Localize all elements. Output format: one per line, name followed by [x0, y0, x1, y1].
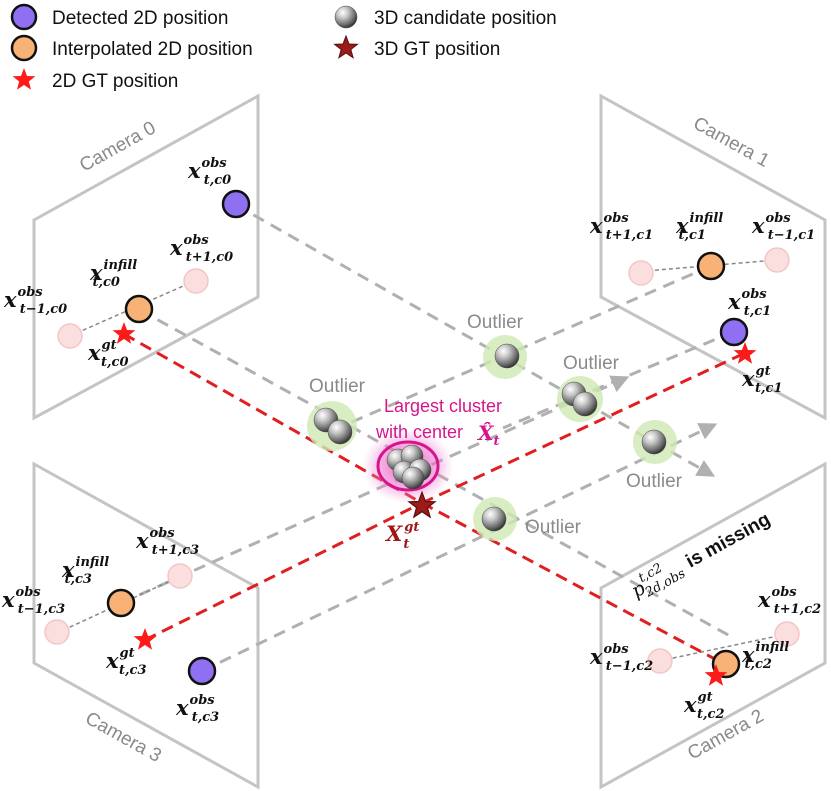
detected-points	[187, 189, 749, 686]
gt-ray-c1	[421, 351, 746, 505]
legend-gt2d-icon	[12, 68, 36, 90]
cluster-center-symbol: X̂t	[476, 421, 500, 449]
c1-next-obs-marker	[628, 260, 654, 286]
legend: Detected 2D position Interpolated 2D pos…	[10, 3, 557, 92]
missing-annotation: pt,c22d,obs is missing	[625, 509, 774, 606]
outlier-label: Outlier	[309, 376, 366, 397]
ray-c1-infill	[344, 264, 712, 427]
legend-detected-label: Detected 2D position	[52, 8, 228, 29]
gt3d-star	[407, 490, 437, 519]
camera-0-label: Camera 0	[76, 118, 159, 177]
gt-ray-c2	[421, 501, 729, 668]
outlier-sphere	[481, 506, 507, 532]
legend-interpolated-label: Interpolated 2D position	[52, 39, 253, 60]
ray-c0-infill	[139, 308, 731, 638]
camera-1-plane	[599, 93, 827, 421]
gt-ray-c3	[144, 501, 423, 642]
legend-gt3d-icon	[333, 34, 359, 59]
c3-gt-star	[133, 628, 157, 650]
ray-c3-infill	[120, 375, 630, 605]
observation-rays	[120, 203, 734, 673]
c0-prev-obs-marker	[57, 323, 83, 349]
outlier-label: Outlier	[563, 353, 620, 374]
ray-c0-obs	[235, 203, 716, 477]
c3-prev-obs-marker	[44, 619, 70, 645]
c1-prev-obs-marker	[764, 247, 790, 273]
legend-interpolated-icon	[10, 34, 38, 62]
c2-next-obs-marker	[774, 621, 800, 647]
c0-interpolated-marker	[124, 294, 154, 324]
legend-gt2d-label: 2D GT position	[52, 71, 178, 92]
c2-prev-obs-marker	[647, 648, 673, 674]
camera-1-label: Camera 1	[690, 113, 773, 172]
c1-gt-star	[733, 342, 757, 364]
cluster-ring	[376, 440, 440, 492]
c1-interpolated-marker	[696, 251, 726, 281]
legend-gt3d-label: 3D GT position	[374, 39, 500, 60]
neighbor-observations	[44, 247, 800, 674]
ray-c3-obs	[201, 423, 718, 673]
cluster-sphere	[401, 466, 425, 490]
c1-detected-marker	[719, 317, 749, 347]
c0-gt-star	[112, 322, 136, 344]
c3-detected-marker	[187, 656, 217, 686]
c3-interpolated-marker	[106, 588, 136, 618]
outlier-sphere	[572, 391, 598, 417]
c0-next-obs-marker	[183, 268, 209, 294]
legend-detected-icon	[10, 3, 38, 31]
outlier-label: Outlier	[467, 312, 524, 333]
cluster-label-line2: with center	[375, 422, 463, 442]
camera-2-plane	[599, 461, 827, 790]
outlier-sphere	[327, 419, 353, 445]
c0-detected-marker	[221, 189, 251, 219]
camera-3-label: Camera 3	[82, 708, 165, 767]
outlier-label: Outlier	[626, 471, 683, 492]
camera-planes	[32, 93, 827, 790]
camera-0-plane	[32, 93, 260, 421]
outlier-label: Outlier	[525, 517, 582, 538]
legend-candidate-label: 3D candidate position	[374, 8, 557, 29]
outlier-sphere	[641, 429, 667, 455]
c3-next-obs-marker	[167, 563, 193, 589]
interpolated-points	[106, 251, 741, 679]
outlier-sphere	[494, 343, 520, 369]
c2-interpolated-marker	[711, 649, 741, 679]
gt-rays	[123, 332, 746, 668]
gt2d-stars	[112, 322, 757, 686]
camera-3-plane	[32, 461, 260, 790]
c2-gt-star	[704, 664, 728, 686]
legend-candidate-icon	[334, 5, 358, 29]
missing-symbol: pt,c22d,obs	[625, 552, 688, 606]
cluster-label-line1: Largest cluster	[384, 396, 502, 416]
candidate-spheres	[313, 343, 667, 532]
